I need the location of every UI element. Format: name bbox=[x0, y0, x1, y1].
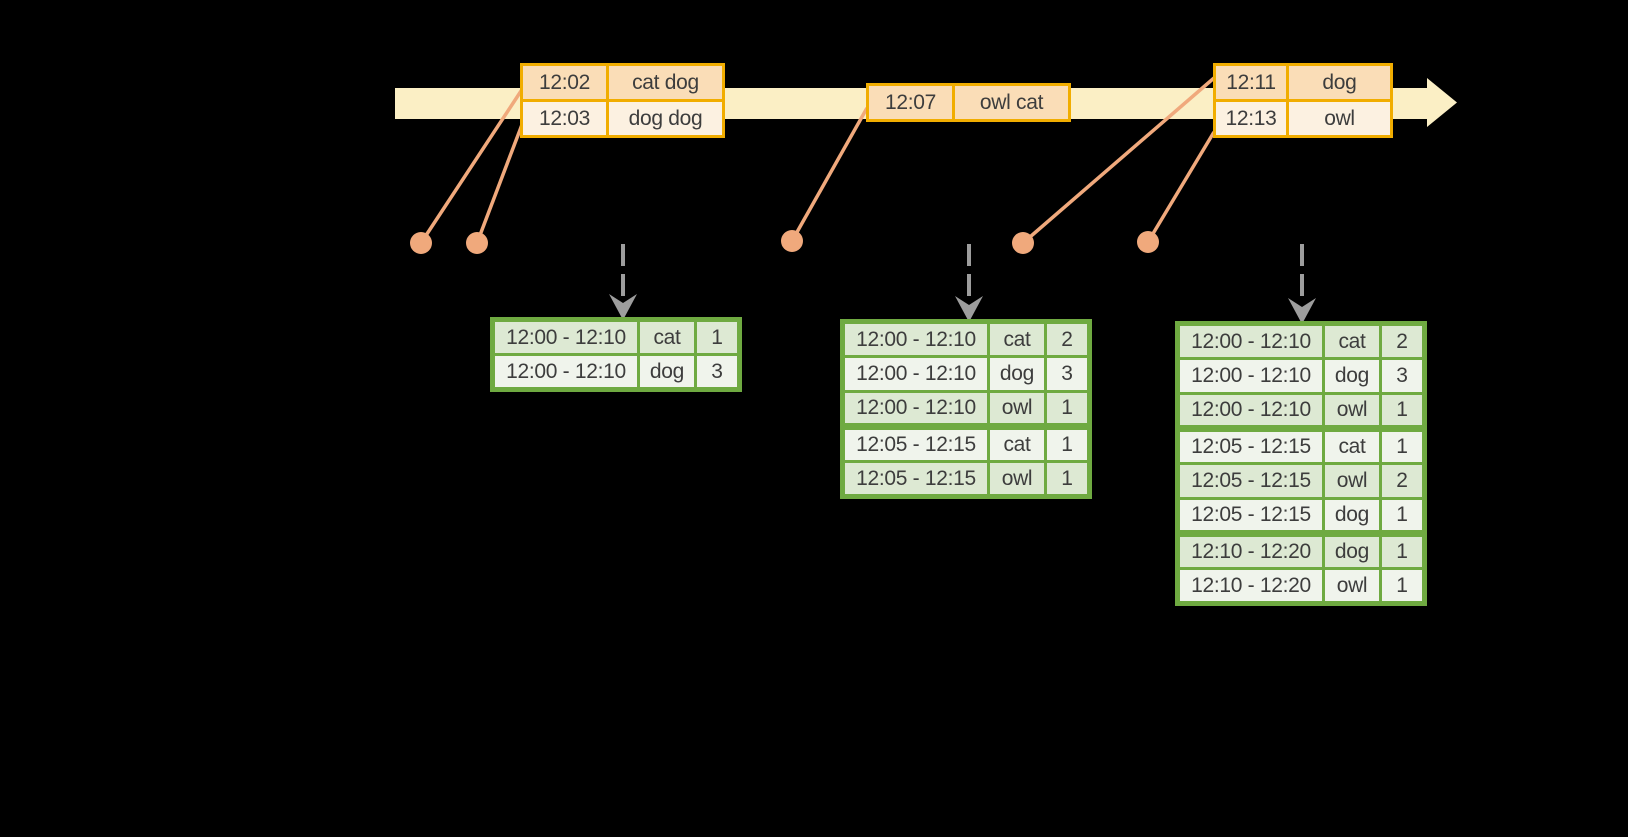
table-cell: 3 bbox=[1379, 357, 1426, 395]
trigger-arrowhead-icon bbox=[609, 294, 637, 320]
table-cell: 12:05 - 12:15 bbox=[1176, 462, 1325, 500]
table-cell: owl bbox=[1322, 462, 1382, 500]
table-cell: 1 bbox=[1044, 390, 1091, 428]
table-cell: 2 bbox=[1379, 462, 1426, 500]
table-cell: 12:00 - 12:10 bbox=[491, 318, 640, 356]
table-cell: 12:03 bbox=[520, 99, 609, 138]
table-cell: 12:00 - 12:10 bbox=[841, 355, 990, 393]
table-cell: 1 bbox=[1379, 392, 1426, 430]
table-cell: 12:05 - 12:15 bbox=[841, 460, 990, 498]
table-cell: 2 bbox=[1379, 322, 1426, 360]
table-cell: 1 bbox=[1379, 497, 1426, 535]
table-cell: owl bbox=[1286, 99, 1393, 138]
table-cell: cat bbox=[987, 423, 1047, 463]
table-cell: cat dog bbox=[606, 63, 725, 102]
event-connector-line bbox=[1021, 76, 1216, 245]
event-connector-line bbox=[475, 121, 525, 244]
table-cell: dog bbox=[1322, 530, 1382, 570]
table-cell: owl bbox=[987, 390, 1047, 428]
table-cell: 12:02 bbox=[520, 63, 609, 102]
event-dot bbox=[410, 232, 432, 254]
table-cell: 12:07 bbox=[866, 83, 955, 122]
table-cell: 12:05 - 12:15 bbox=[1176, 497, 1325, 535]
trigger-arrowhead-icon bbox=[955, 296, 983, 322]
table-cell: 1 bbox=[694, 318, 741, 356]
table-cell: 2 bbox=[1044, 320, 1091, 358]
table-cell: 1 bbox=[1379, 425, 1426, 465]
table-cell: owl bbox=[987, 460, 1047, 498]
event-connector-line bbox=[790, 107, 869, 242]
table-cell: dog bbox=[637, 353, 697, 391]
table-cell: 12:00 - 12:10 bbox=[841, 390, 990, 428]
table-cell: 12:00 - 12:10 bbox=[841, 320, 990, 358]
timeline-arrowhead-icon bbox=[1427, 78, 1457, 127]
table-cell: 3 bbox=[1044, 355, 1091, 393]
event-connector-line bbox=[419, 87, 525, 244]
table-cell: dog bbox=[1322, 357, 1382, 395]
table-cell: cat bbox=[1322, 322, 1382, 360]
trigger-arrowhead-icon bbox=[1288, 298, 1316, 324]
table-cell: 3 bbox=[694, 353, 741, 391]
table-cell: 12:05 - 12:15 bbox=[1176, 425, 1325, 465]
table-cell: 12:00 - 12:10 bbox=[1176, 322, 1325, 360]
event-connectors bbox=[419, 76, 1216, 245]
event-dot bbox=[1137, 231, 1159, 253]
table-cell: 12:00 - 12:10 bbox=[1176, 392, 1325, 430]
event-dot bbox=[781, 230, 803, 252]
table-cell: cat bbox=[637, 318, 697, 356]
table-cell: 12:10 - 12:20 bbox=[1176, 567, 1325, 605]
table-cell: 12:00 - 12:10 bbox=[491, 353, 640, 391]
event-dot bbox=[466, 232, 488, 254]
table-cell: owl cat bbox=[952, 83, 1071, 122]
table-cell: dog dog bbox=[606, 99, 725, 138]
table-cell: 12:13 bbox=[1213, 99, 1289, 138]
table-cell: 1 bbox=[1044, 460, 1091, 498]
table-cell: 12:10 - 12:20 bbox=[1176, 530, 1325, 570]
table-cell: owl bbox=[1322, 567, 1382, 605]
table-cell: 1 bbox=[1379, 530, 1426, 570]
event-connector-line bbox=[1146, 131, 1216, 243]
table-cell: 12:11 bbox=[1213, 63, 1289, 102]
event-dots bbox=[410, 230, 1159, 254]
table-cell: cat bbox=[1322, 425, 1382, 465]
table-cell: dog bbox=[1286, 63, 1393, 102]
table-cell: cat bbox=[987, 320, 1047, 358]
table-cell: 1 bbox=[1379, 567, 1426, 605]
trigger-arrows bbox=[609, 244, 1316, 324]
table-cell: 12:00 - 12:10 bbox=[1176, 357, 1325, 395]
table-cell: 1 bbox=[1044, 423, 1091, 463]
table-cell: 12:05 - 12:15 bbox=[841, 423, 990, 463]
event-dot bbox=[1012, 232, 1034, 254]
table-cell: dog bbox=[1322, 497, 1382, 535]
table-cell: owl bbox=[1322, 392, 1382, 430]
table-cell: dog bbox=[987, 355, 1047, 393]
